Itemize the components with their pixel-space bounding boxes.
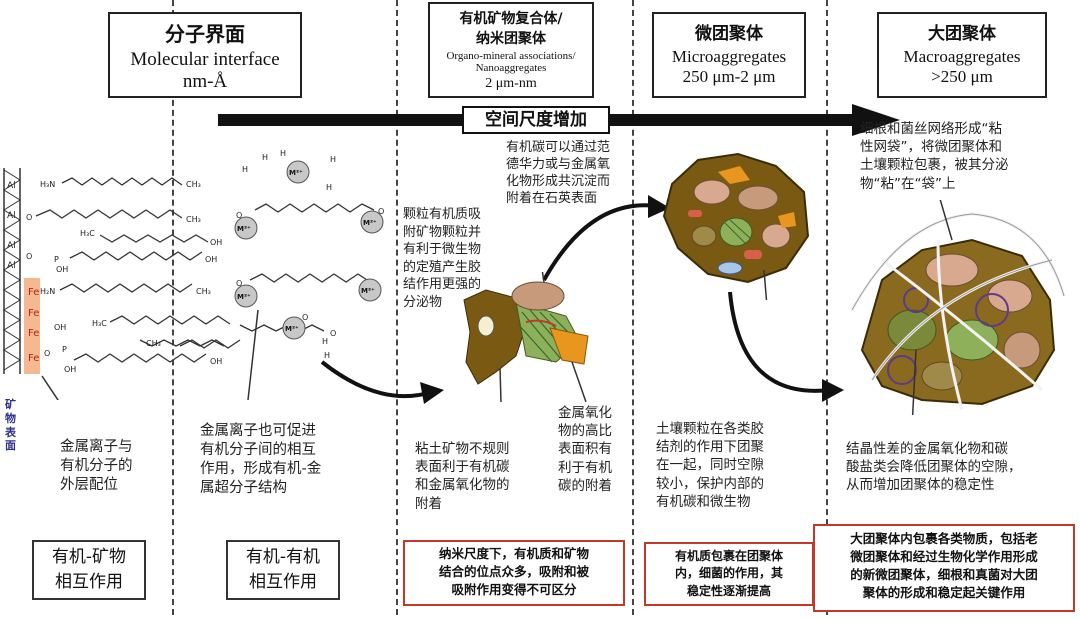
svg-text:M²⁺: M²⁺ <box>237 225 251 233</box>
note-soil-particles: 土壤颗粒在各类胶结剂的作用下团聚在一起，同时空隙 较小，保护内部的有机碳和微生物 <box>656 421 764 510</box>
fe-labels: Fe Fe Fe Fe <box>28 287 39 364</box>
svg-text:H: H <box>324 351 330 360</box>
scale-arrow-label: 空间尺度增加 <box>485 110 587 130</box>
header-2-en1: Organo-mineral associations/ <box>446 50 576 62</box>
note-metal-oxide: 金属氧化物的高比表面积有 利于有机碳的附着 <box>558 405 612 494</box>
svg-text:Al: Al <box>7 261 16 271</box>
header-2-zh2: 纳米团聚体 <box>476 31 546 47</box>
nanoaggregate-illustration <box>463 272 589 402</box>
svg-text:M²⁺: M²⁺ <box>285 325 299 333</box>
header-4-en: Macroaggregates <box>903 47 1021 66</box>
svg-text:Al: Al <box>7 181 16 191</box>
header-4-zh: 大团聚体 <box>928 24 996 44</box>
box-organo-mineral: 有机-矿物相互作用 <box>32 540 146 600</box>
microaggregate-illustration <box>662 152 810 300</box>
svg-text:OH: OH <box>210 357 222 366</box>
note-clay: 粘土矿物不规则表面利于有机碳和金属氧化物的附着 <box>415 441 510 512</box>
header-3-sub: 250 μm-2 μm <box>682 67 776 86</box>
header-molecular-interface: 分子界面 Molecular interface nm-Å <box>108 12 302 98</box>
svg-text:O: O <box>26 213 32 222</box>
svg-text:Fe: Fe <box>28 308 39 319</box>
svg-text:Fe: Fe <box>28 287 39 298</box>
svg-text:CH₃: CH₃ <box>186 180 201 189</box>
note-root-hyphae: 细根和菌丝网络形成“粘性网袋”，将微团聚体和土壤颗粒包裹，被其分泌物“粘”在“袋… <box>860 121 1009 192</box>
header-1-sub: nm-Å <box>182 71 228 92</box>
svg-text:H: H <box>262 153 268 162</box>
svg-text:M²⁺: M²⁺ <box>237 293 251 301</box>
svg-text:O: O <box>236 211 242 220</box>
box-microaggregate-stability: 有机质包裹在团聚体内，细菌的作用，其稳定性逐渐提高 <box>644 542 814 606</box>
svg-text:M²⁺: M²⁺ <box>289 169 303 177</box>
svg-text:CH₃: CH₃ <box>186 215 201 224</box>
svg-text:H: H <box>330 155 336 164</box>
svg-text:OH: OH <box>64 365 76 374</box>
svg-text:H₃C: H₃C <box>80 229 95 238</box>
svg-text:P: P <box>62 345 67 354</box>
svg-text:H: H <box>280 150 286 158</box>
divider-4 <box>826 0 828 615</box>
scale-arrow-label-box: 空间尺度增加 <box>462 106 610 134</box>
svg-text:CH₃: CH₃ <box>146 339 161 348</box>
svg-text:OH: OH <box>54 323 66 332</box>
svg-text:OH: OH <box>56 265 68 274</box>
note-outer-sphere: 金属离子与有机分子的外层配位 <box>60 439 133 494</box>
header-4-sub: >250 μm <box>931 67 993 86</box>
divider-2 <box>396 0 398 615</box>
svg-text:H₃C: H₃C <box>92 319 107 328</box>
al-labels: Al Al Al Al <box>7 181 16 271</box>
divider-3 <box>632 0 634 615</box>
svg-text:Fe: Fe <box>28 353 39 364</box>
svg-text:H₂N: H₂N <box>40 287 55 296</box>
header-3-zh: 微团聚体 <box>695 24 763 44</box>
svg-text:O: O <box>330 329 336 338</box>
svg-text:O: O <box>26 252 32 261</box>
m2-ions <box>234 160 384 340</box>
svg-text:OH: OH <box>205 255 217 264</box>
header-microaggregates: 微团聚体 Microaggregates 250 μm-2 μm <box>652 12 806 98</box>
header-nanoaggregates: 有机矿物复合体/ 纳米团聚体 Organo-mineral associatio… <box>428 2 594 98</box>
svg-text:Fe: Fe <box>28 328 39 339</box>
svg-text:P: P <box>54 255 59 264</box>
svg-text:O: O <box>302 313 308 322</box>
mineral-surface-triangles <box>3 169 21 371</box>
svg-text:CH₃: CH₃ <box>196 287 211 296</box>
header-macroaggregates: 大团聚体 Macroaggregates >250 μm <box>877 12 1047 98</box>
svg-text:O: O <box>378 207 384 216</box>
header-2-sub: 2 μm-nm <box>485 76 537 91</box>
svg-text:H: H <box>242 165 248 174</box>
header-1-en: Molecular interface <box>130 49 280 70</box>
svg-text:O: O <box>236 279 242 288</box>
note-particulate-om: 颗粒有机质吸附矿物颗粒并有利于微生物 的定殖产生胶结作用更强的分泌物 <box>403 207 482 310</box>
svg-text:H: H <box>322 337 328 346</box>
svg-text:O: O <box>44 349 50 358</box>
box-macroaggregate-formation: 大团聚体内包裹各类物质，包括老微团聚体和经过生物化学作用形成 的新微团聚体，细根… <box>813 524 1075 612</box>
header-2-en2: Nanoaggregates <box>475 62 547 74</box>
molecular-illustration: Al Al Al Al Fe Fe Fe Fe H₃N CH₃ O CH₃ H₃… <box>3 150 384 400</box>
svg-text:M²⁺: M²⁺ <box>361 287 375 295</box>
header-3-en: Microaggregates <box>671 47 787 66</box>
mineral-surface-label: 矿 物 表 面 <box>5 398 16 453</box>
svg-text:Al: Al <box>7 241 16 251</box>
svg-text:H: H <box>326 183 332 192</box>
svg-text:Al: Al <box>7 211 16 221</box>
note-supramolecular: 金属离子也可促进有机分子间的相互作用，形成有机-金属超分子结构 <box>200 423 322 497</box>
svg-text:H₃N: H₃N <box>40 180 55 189</box>
macroaggregate-illustration <box>850 200 1066 415</box>
header-1-zh: 分子界面 <box>165 22 245 46</box>
svg-text:M²⁺: M²⁺ <box>363 219 377 227</box>
note-quartz: 有机碳可以通过范德华力或与金属氧化物形成共沉淀而附着在石英表面 <box>506 140 611 206</box>
header-2-zh1: 有机矿物复合体/ <box>459 11 563 27</box>
divider-1 <box>172 0 174 615</box>
mineral-surface-fe <box>24 278 40 374</box>
svg-text:OH: OH <box>210 238 222 247</box>
box-nanoscale: 纳米尺度下，有机质和矿物结合的位点众多，吸附和被吸附作用变得不可区分 <box>403 540 625 606</box>
box-organo-organic: 有机-有机相互作用 <box>226 540 340 600</box>
note-crystallinity: 结晶性差的金属氧化物和碳酸盐类会降低团聚体的空隙，从而增加团聚体的稳定性 <box>846 441 1022 494</box>
